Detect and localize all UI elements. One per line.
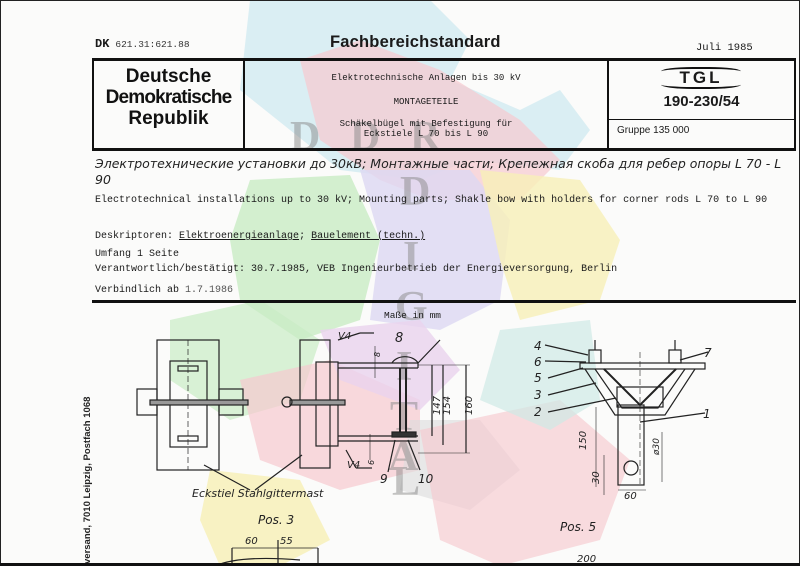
part-number-6: 6 (534, 355, 542, 369)
dim-150: 150 (578, 431, 589, 450)
title-line-3: Schäkelbügel mit Befestigung für Eckstie… (245, 119, 607, 139)
descriptor-link-1: Elektroenergieanlage (179, 231, 300, 242)
standard-number: 190-230/54 (663, 93, 740, 110)
front-view-corner-rod (136, 339, 249, 471)
dim-200: 200 (577, 554, 596, 565)
title-line-3b: Eckstiele L 70 bis L 90 (363, 129, 489, 139)
descriptors-label: Deskriptoren: (95, 231, 174, 242)
title-line-2: MONTAGETEILE (393, 97, 459, 107)
pos5-bracket (214, 340, 709, 566)
corner-rod-caption: Eckstiel Stahlgittermast (192, 487, 324, 500)
title-line-1: Elektrotechnische Anlagen bis 30 kV (331, 73, 521, 83)
dk-code: 621.31:621.88 (115, 39, 190, 50)
pos3-label: Pos. 3 (258, 513, 295, 527)
part-number-4: 4 (534, 339, 542, 353)
binding-label: Verbindlich ab (95, 285, 180, 296)
weld-mark-v4-bottom: V4 (347, 460, 360, 471)
scope: Umfang 1 Seite (95, 249, 180, 260)
title-block: Deutsche Demokratische Republik Elektrot… (92, 58, 796, 151)
dim-147: 147 (432, 395, 443, 415)
tgl-logo: TGL (661, 67, 741, 89)
weld-mark-v4-top: V4 (338, 331, 351, 342)
logo-line-2: Demokratische (105, 87, 233, 108)
english-title: Electrotechnical installations up to 30 … (95, 195, 768, 206)
part-number-10: 10 (418, 472, 434, 486)
dim-6: 6 (367, 460, 376, 465)
part-number-5: 5 (534, 371, 542, 385)
side-view-shackle (203, 332, 470, 491)
document-type-title: Fachbereichstandard (330, 33, 501, 51)
pos5-label: Pos. 5 (560, 520, 597, 534)
part-number-3: 3 (534, 388, 542, 402)
ddr-emblem-logo: Deutsche Demokratische Republik (94, 61, 245, 148)
dim-8: 8 (373, 352, 382, 357)
descriptor-separator: ; (299, 231, 312, 242)
dim-60-pos3: 60 (245, 536, 258, 547)
logo-line-1: Deutsche (125, 66, 212, 87)
units-note: Maße in mm (384, 310, 442, 321)
descriptors: Deskriptoren: Elektroenergieanlage; Baue… (95, 231, 425, 242)
part-number-7: 7 (704, 346, 712, 360)
title-text-block: Elektrotechnische Anlagen bis 30 kV MONT… (245, 61, 607, 148)
issue-date: Juli 1985 (696, 42, 753, 54)
part-number-1: 1 (703, 407, 711, 421)
bottom-rule (0, 563, 800, 566)
dim-154: 154 (442, 396, 453, 415)
logo-line-3: Republik (128, 108, 209, 129)
dk-classification: DK 621.31:621.88 (95, 37, 190, 51)
dim-30: 30 (591, 471, 602, 484)
section-divider (92, 300, 796, 303)
title-line-3a: Schäkelbügel mit Befestigung für (339, 119, 513, 129)
dk-label: DK (95, 37, 110, 51)
standard-number-block: TGL 190-230/54 Gruppe 135 000 (607, 61, 794, 148)
dim-dia30: ø30 (652, 438, 662, 456)
standard-group: Gruppe 135 000 (609, 119, 794, 141)
responsible-approval: Verantwortlich/bestätigt: 30.7.1985, VEB… (95, 264, 618, 275)
descriptor-link-2: Bauelement (techn.) (311, 231, 426, 242)
binding-date: Verbindlich ab 1.7.1986 (95, 285, 233, 296)
russian-title: Электротехнические установки до 30кВ; Мо… (95, 156, 782, 187)
binding-value: 1.7.1986 (185, 285, 234, 296)
dim-160: 160 (464, 396, 475, 415)
part-number-9: 9 (380, 472, 388, 486)
part-number-2: 2 (534, 405, 542, 419)
dim-60-pos5: 60 (624, 491, 637, 502)
dim-55-pos3: 55 (280, 536, 293, 547)
part-number-8: 8 (395, 331, 403, 346)
